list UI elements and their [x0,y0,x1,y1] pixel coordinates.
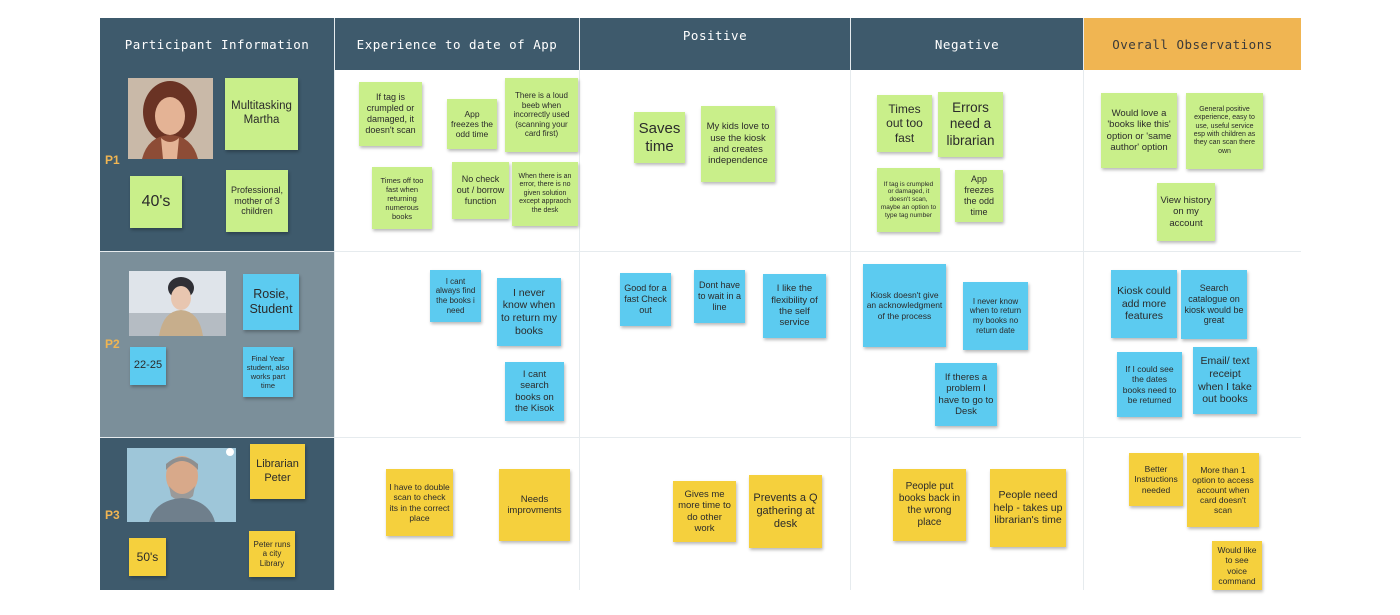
sticky-note: Errors need a librarian [938,92,1003,157]
sticky-note: Saves time [634,112,685,163]
sticky-note: If I could see the dates books need to b… [1117,352,1182,417]
header-positive: Positive [580,18,850,70]
sticky-note: Times off too fast when returning numero… [372,167,432,229]
sticky-note: App freezes the odd time [955,170,1003,222]
sticky-note: View history on my account [1157,183,1215,241]
participant-desc-note-p1: Professional, mother of 3 children [226,170,288,232]
participant-age-note-p2: 22-25 [130,347,166,385]
sticky-note: I have to double scan to check its in th… [386,469,453,536]
header-negative: Negative [851,18,1083,70]
participant-desc-note-p2: Final Year student, also works part time [243,347,293,397]
participant-photo-p3 [127,448,236,522]
sticky-note: There is a loud beeb when incorrectly us… [505,78,578,152]
sticky-note: Prevents a Q gathering at desk [749,475,822,548]
sticky-note: I like the flexibility of the self servi… [763,274,826,338]
sticky-note: Kiosk doesn't give an acknowledgment of … [863,264,946,347]
sticky-note: Good for a fast Check out [620,273,671,326]
sticky-note: People put books back in the wrong place [893,469,966,541]
participant-name-note-p1: Multitasking Martha [225,78,298,150]
participant-age-note-p1: 40's [130,176,182,228]
sticky-note: If tag is crumpled or damaged, it doesn'… [877,168,940,232]
sticky-note: General positive experience, easy to use… [1186,93,1263,169]
participant-age-note-p3: 50's [129,538,166,576]
participant-name-note-p2: Rosie, Student [243,274,299,330]
header-experience: Experience to date of App [335,18,579,70]
column-divider [334,18,335,590]
sticky-note: I cant always find the books i need [430,270,481,322]
participant-photo-p1 [128,78,213,159]
sticky-note: If theres a problem I have to go to Desk [935,363,997,426]
participant-label-p2: P2 [105,337,120,351]
sticky-note: Search catalogue on kiosk would be great [1181,270,1247,339]
participant-label-p1: P1 [105,153,120,167]
sticky-note: Dont have to wait in a line [694,270,745,323]
sticky-note: No check out / borrow function [452,162,509,219]
header-overall-observations: Overall Observations [1084,18,1301,70]
sticky-note: I never know when to return my books no … [963,282,1028,350]
sticky-note: Would like to see voice command [1212,541,1262,590]
row-divider [100,251,1301,252]
participant-desc-note-p3: Peter runs a city Library [249,531,295,577]
sticky-note: More than 1 option to access account whe… [1187,453,1259,527]
participant-label-p3: P3 [105,508,120,522]
sticky-note: Times out too fast [877,95,932,152]
participant-name-note-p3: Librarian Peter [250,444,305,499]
sticky-note: Gives me more time to do other work [673,481,736,542]
column-divider [1083,18,1084,590]
sticky-note: Needs improvments [499,469,570,541]
sticky-note: My kids love to use the kiosk and create… [701,106,775,182]
header-participant-information: Participant Information [100,18,334,70]
sticky-note: Kiosk could add more features [1111,270,1177,338]
column-divider [579,18,580,590]
participant-photo-p2 [129,271,226,336]
sticky-note: I cant search books on the Kisok [505,362,564,421]
sticky-note: People need help - takes up librarian's … [990,469,1066,547]
sticky-note: App freezes the odd time [447,99,497,149]
sticky-note: Would love a 'books like this' option or… [1101,93,1177,168]
sticky-note: Email/ text receipt when I take out book… [1193,347,1257,414]
row-divider [100,437,1301,438]
sticky-note: When there is an error, there is no give… [512,162,578,226]
sticky-note: I never know when to return my books [497,278,561,346]
sticky-note: If tag is crumpled or damaged, it doesn'… [359,82,422,146]
sticky-note: Better Instructions needed [1129,453,1183,506]
column-divider [850,18,851,590]
